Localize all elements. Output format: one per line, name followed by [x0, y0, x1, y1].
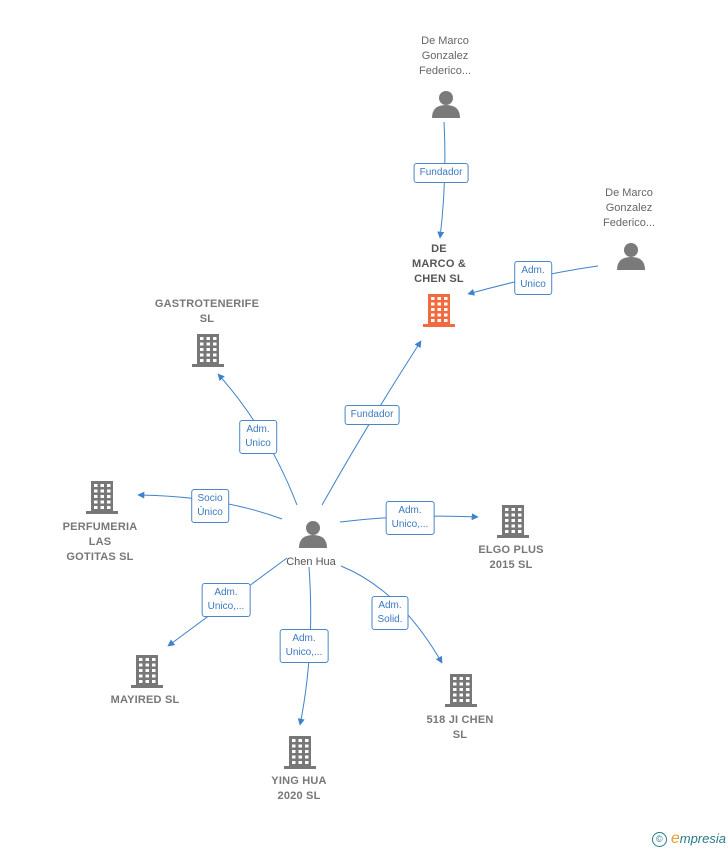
node-label-line: Federico...: [603, 217, 655, 229]
person-icon[interactable]: [432, 91, 460, 118]
node-label-line: De Marco: [421, 35, 469, 47]
footer-brand: © empresia: [651, 830, 726, 848]
node-label-perf[interactable]: PERFUMERIA LAS GOTITAS SL: [63, 520, 138, 565]
node-label-line: MAYIRED SL: [110, 694, 180, 706]
edge-label-chenhua-ji[interactable]: Adm. Solid.: [371, 596, 409, 630]
node-label-line: Federico...: [419, 65, 471, 77]
node-label-line: Chen Hua: [286, 556, 336, 568]
copyright-icon: ©: [651, 831, 667, 847]
edge-label-line: Adm.: [521, 265, 545, 276]
node-label-line: 2020 SL: [277, 790, 321, 802]
node-label-line: YING HUA: [271, 775, 327, 787]
node-label-elgo[interactable]: ELGO PLUS 2015 SL: [478, 543, 543, 573]
node-label-dmchen[interactable]: DE MARCO & CHEN SL: [412, 242, 466, 287]
edge-label-demarco2-dmchen[interactable]: Adm. Unico: [514, 261, 552, 295]
person-icon[interactable]: [617, 243, 645, 270]
node-label-ying[interactable]: YING HUA 2020 SL: [271, 774, 326, 804]
node-label-line: MARCO &: [412, 258, 466, 270]
building-icon[interactable]: [284, 736, 316, 769]
building-icon[interactable]: [86, 481, 118, 514]
edge-label-line: Adm.: [292, 633, 316, 644]
edge-label-line: Solid.: [377, 614, 403, 625]
node-label-line: Gonzalez: [605, 202, 653, 214]
node-label-gastro[interactable]: GASTROTENERIFE SL: [155, 297, 259, 327]
node-label-line: SL: [452, 729, 468, 741]
edge-label-line: Fundador: [419, 167, 463, 178]
node-label-line: 518 JI CHEN: [426, 714, 494, 726]
node-label-line: 2015 SL: [489, 559, 533, 571]
brand-name: mpresia: [679, 831, 726, 846]
node-label-line: GOTITAS SL: [66, 551, 134, 563]
node-label-line: DE: [431, 243, 447, 255]
edge-label-demarco1-dmchen[interactable]: Fundador: [413, 163, 469, 183]
brand-logo[interactable]: empresia: [671, 830, 726, 848]
edge-label-line: Unico,...: [391, 519, 429, 530]
edge-label-line: Unico,...: [285, 647, 323, 658]
node-label-line: PERFUMERIA: [62, 521, 138, 533]
node-label-line: SL: [199, 313, 215, 325]
person-icon[interactable]: [299, 521, 327, 548]
node-label-line: ELGO PLUS: [478, 544, 544, 556]
building-icon[interactable]: [192, 334, 224, 367]
edge-label-chenhua-dmchen[interactable]: Fundador: [344, 405, 400, 425]
node-label-chenhua[interactable]: Chen Hua: [286, 555, 336, 570]
node-label-line: CHEN SL: [414, 273, 464, 285]
edge-label-line: Socio: [197, 493, 223, 504]
building-icon[interactable]: [497, 505, 529, 538]
icons-layer: [86, 91, 645, 769]
edge-label-line: Adm.: [214, 587, 238, 598]
edge-label-chenhua-ying[interactable]: Adm. Unico,...: [279, 629, 329, 663]
node-label-mayired[interactable]: MAYIRED SL: [111, 693, 180, 708]
edge-label-line: Adm.: [398, 505, 422, 516]
edge-label-chenhua-elgo[interactable]: Adm. Unico,...: [385, 501, 435, 535]
edge-label-line: Unico: [520, 279, 546, 290]
building-icon[interactable]: [423, 294, 455, 327]
building-icon[interactable]: [445, 674, 477, 707]
brand-initial: e: [670, 830, 680, 847]
node-label-line: Gonzalez: [421, 50, 469, 62]
building-icon[interactable]: [131, 655, 163, 688]
edge-label-line: Fundador: [350, 409, 394, 420]
edge-label-line: Unico: [245, 438, 271, 449]
edge-label-line: Adm.: [246, 424, 270, 435]
node-label-ji[interactable]: 518 JI CHEN SL: [426, 713, 493, 743]
edge-label-chenhua-gastro[interactable]: Adm. Unico: [239, 420, 277, 454]
edge-label-chenhua-mayired[interactable]: Adm. Unico,...: [201, 583, 251, 617]
edge-label-line: Único: [197, 507, 223, 518]
node-label-line: De Marco: [605, 187, 653, 199]
edge-label-line: Adm.: [378, 600, 402, 611]
node-label-line: GASTROTENERIFE: [154, 298, 260, 310]
edge-label-line: Unico,...: [207, 601, 245, 612]
node-label-line: LAS: [88, 536, 112, 548]
